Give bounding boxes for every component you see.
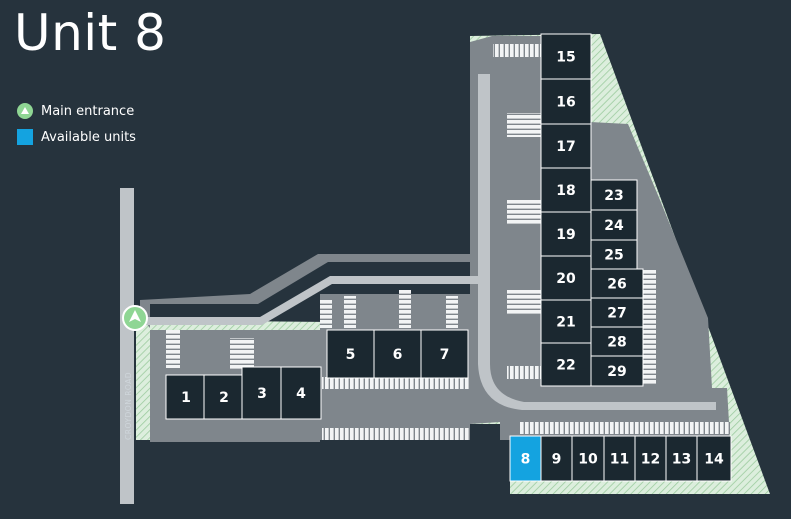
unit-14[interactable]: 14 [696,435,732,482]
unit-label: 2 [219,390,229,406]
unit-21[interactable]: 21 [540,299,592,344]
unit-footprint [203,374,245,420]
unit-28[interactable]: 28 [590,326,644,357]
legend-item-available: Available units [17,124,136,150]
unit-label: 10 [578,452,598,468]
unit-4[interactable]: 4 [280,366,322,420]
unit-footprint [590,268,644,299]
legend-available-label: Available units [41,129,136,145]
unit-footprint [665,435,698,482]
unit-label: 20 [556,271,576,287]
unit-label: 4 [296,386,306,402]
unit-footprint [165,374,207,420]
unit-label: 12 [641,452,660,468]
page-title: Unit 8 [14,4,167,62]
unit-label: 17 [556,139,575,155]
unit-footprint [590,297,644,328]
unit-footprint [420,329,469,379]
unit-22[interactable]: 22 [540,342,592,387]
main-entrance-marker[interactable] [122,305,148,331]
road-label: CROYDON ROAD [124,372,133,440]
unit-label: 23 [604,188,623,204]
unit-footprint [540,255,592,301]
unit-9[interactable]: 9 [540,435,573,482]
unit-label: 24 [604,218,624,234]
unit-16[interactable]: 16 [540,78,592,125]
unit-25[interactable]: 25 [590,239,638,270]
unit-footprint [373,329,422,379]
unit-18[interactable]: 18 [540,167,592,213]
unit-footprint [280,366,322,420]
unit-label: 3 [257,386,267,402]
unit-label: 13 [672,452,691,468]
legend-entrance-label: Main entrance [41,103,135,119]
legend: Main entrance Available units [17,98,136,150]
unit-label: 21 [556,315,575,331]
unit-26[interactable]: 26 [590,268,644,299]
unit-17[interactable]: 17 [540,123,592,169]
unit-11[interactable]: 11 [603,435,636,482]
unit-6[interactable]: 6 [373,329,422,379]
parking [166,44,730,440]
unit-footprint [540,435,573,482]
available-swatch-icon [17,129,33,145]
unit-footprint [540,299,592,344]
unit-29[interactable]: 29 [590,355,644,387]
unit-footprint [590,355,644,387]
unit-19[interactable]: 19 [540,211,592,257]
unit-8[interactable]: 8 [509,435,542,482]
croydon-road: CROYDON ROAD [120,188,134,504]
unit-1[interactable]: 1 [165,374,207,420]
unit-label: 8 [521,452,531,468]
unit-label: 18 [556,183,575,199]
unit-label: 14 [704,452,724,468]
unit-footprint [540,167,592,213]
unit-label: 15 [556,50,575,66]
unit-label: 22 [556,358,575,374]
unit-footprint [590,179,638,211]
unit-label: 26 [607,277,626,293]
unit-24[interactable]: 24 [590,209,638,241]
unit-footprint [696,435,732,482]
unit-label: 5 [346,347,356,363]
unit-footprint [603,435,636,482]
unit-label: 11 [610,452,629,468]
unit-footprint [509,435,542,482]
unit-footprint [634,435,667,482]
unit-label: 7 [440,347,450,363]
unit-15[interactable]: 15 [540,33,592,80]
unit-footprint [540,33,592,80]
unit-label: 16 [556,95,575,111]
unit-footprint [540,342,592,387]
unit-13[interactable]: 13 [665,435,698,482]
unit-7[interactable]: 7 [420,329,469,379]
unit-label: 19 [556,227,575,243]
unit-label: 28 [607,335,626,351]
unit-label: 29 [607,364,626,380]
unit-5[interactable]: 5 [326,329,375,379]
unit-footprint [540,211,592,257]
unit-footprint [590,209,638,241]
unit-23[interactable]: 23 [590,179,638,211]
unit-label: 9 [552,452,562,468]
entrance-icon [17,103,33,119]
unit-20[interactable]: 20 [540,255,592,301]
legend-item-entrance: Main entrance [17,98,136,124]
unit-12[interactable]: 12 [634,435,667,482]
unit-label: 25 [604,248,623,264]
unit-label: 6 [393,347,403,363]
unit-label: 27 [607,306,626,322]
unit-10[interactable]: 10 [571,435,605,482]
unit-27[interactable]: 27 [590,297,644,328]
unit-footprint [571,435,605,482]
entrance-arrow-icon [129,310,141,322]
unit-2[interactable]: 2 [203,374,245,420]
unit-label: 1 [181,390,191,406]
unit-3[interactable]: 3 [241,366,283,420]
